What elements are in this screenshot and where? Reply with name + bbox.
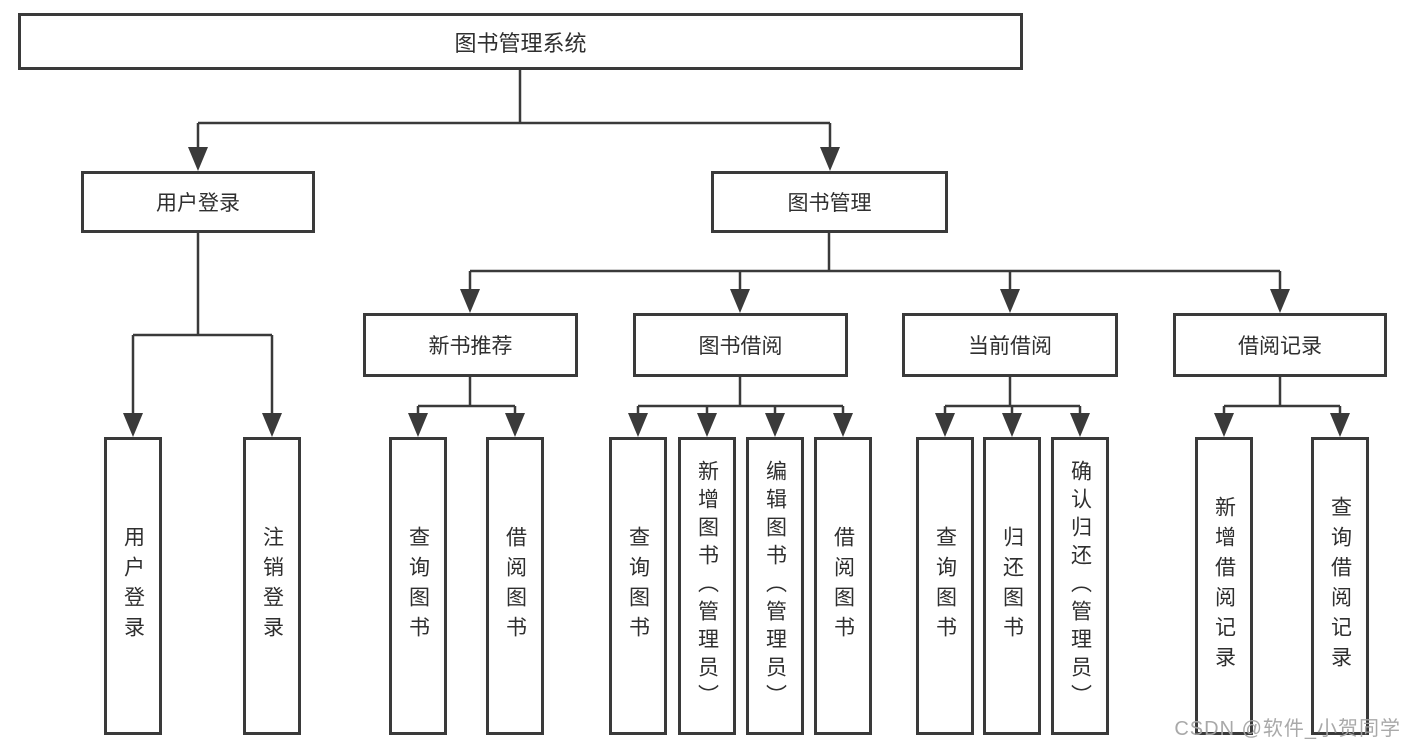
arrow-down-icon xyxy=(1000,289,1020,313)
node-book-management: 图书管理 xyxy=(711,171,948,233)
leaf-borrow-books-recommend: 借阅图书 xyxy=(486,437,544,735)
arrow-down-icon xyxy=(1270,289,1290,313)
node-book-borrow: 图书借阅 xyxy=(633,313,848,377)
watermark: CSDN @软件_小贺同学 xyxy=(1174,718,1401,740)
leaf-query-borrow-record: 查询借阅记录 xyxy=(1311,437,1369,735)
leaf-query-books-borrow: 查询图书 xyxy=(609,437,667,735)
arrow-down-icon xyxy=(1214,413,1234,437)
arrow-down-icon xyxy=(1002,413,1022,437)
leaf-logout: 注销登录 xyxy=(243,437,301,735)
leaf-borrow-books: 借阅图书 xyxy=(814,437,872,735)
arrow-down-icon xyxy=(1330,413,1350,437)
leaf-user-login: 用户登录 xyxy=(104,437,162,735)
leaf-add-borrow-record: 新增借阅记录 xyxy=(1195,437,1253,735)
arrow-down-icon xyxy=(730,289,750,313)
arrow-down-icon xyxy=(820,147,840,171)
leaf-confirm-return-admin: 确认归还（管理员） xyxy=(1051,437,1109,735)
arrow-down-icon xyxy=(697,413,717,437)
leaf-return-books: 归还图书 xyxy=(983,437,1041,735)
arrow-down-icon xyxy=(123,413,143,437)
node-borrow-records: 借阅记录 xyxy=(1173,313,1387,377)
arrow-down-icon xyxy=(935,413,955,437)
node-root: 图书管理系统 xyxy=(18,13,1023,70)
arrow-down-icon xyxy=(765,413,785,437)
node-current-borrow: 当前借阅 xyxy=(902,313,1118,377)
arrow-down-icon xyxy=(833,413,853,437)
leaf-edit-books-admin: 编辑图书（管理员） xyxy=(746,437,804,735)
leaf-query-books-recommend: 查询图书 xyxy=(389,437,447,735)
arrow-down-icon xyxy=(505,413,525,437)
arrow-down-icon xyxy=(188,147,208,171)
arrow-down-icon xyxy=(408,413,428,437)
leaf-add-books-admin: 新增图书（管理员） xyxy=(678,437,736,735)
node-new-book-recommend: 新书推荐 xyxy=(363,313,578,377)
node-user-login: 用户登录 xyxy=(81,171,315,233)
arrow-down-icon xyxy=(628,413,648,437)
leaf-query-books-current: 查询图书 xyxy=(916,437,974,735)
arrow-down-icon xyxy=(460,289,480,313)
arrow-down-icon xyxy=(1070,413,1090,437)
arrow-down-icon xyxy=(262,413,282,437)
